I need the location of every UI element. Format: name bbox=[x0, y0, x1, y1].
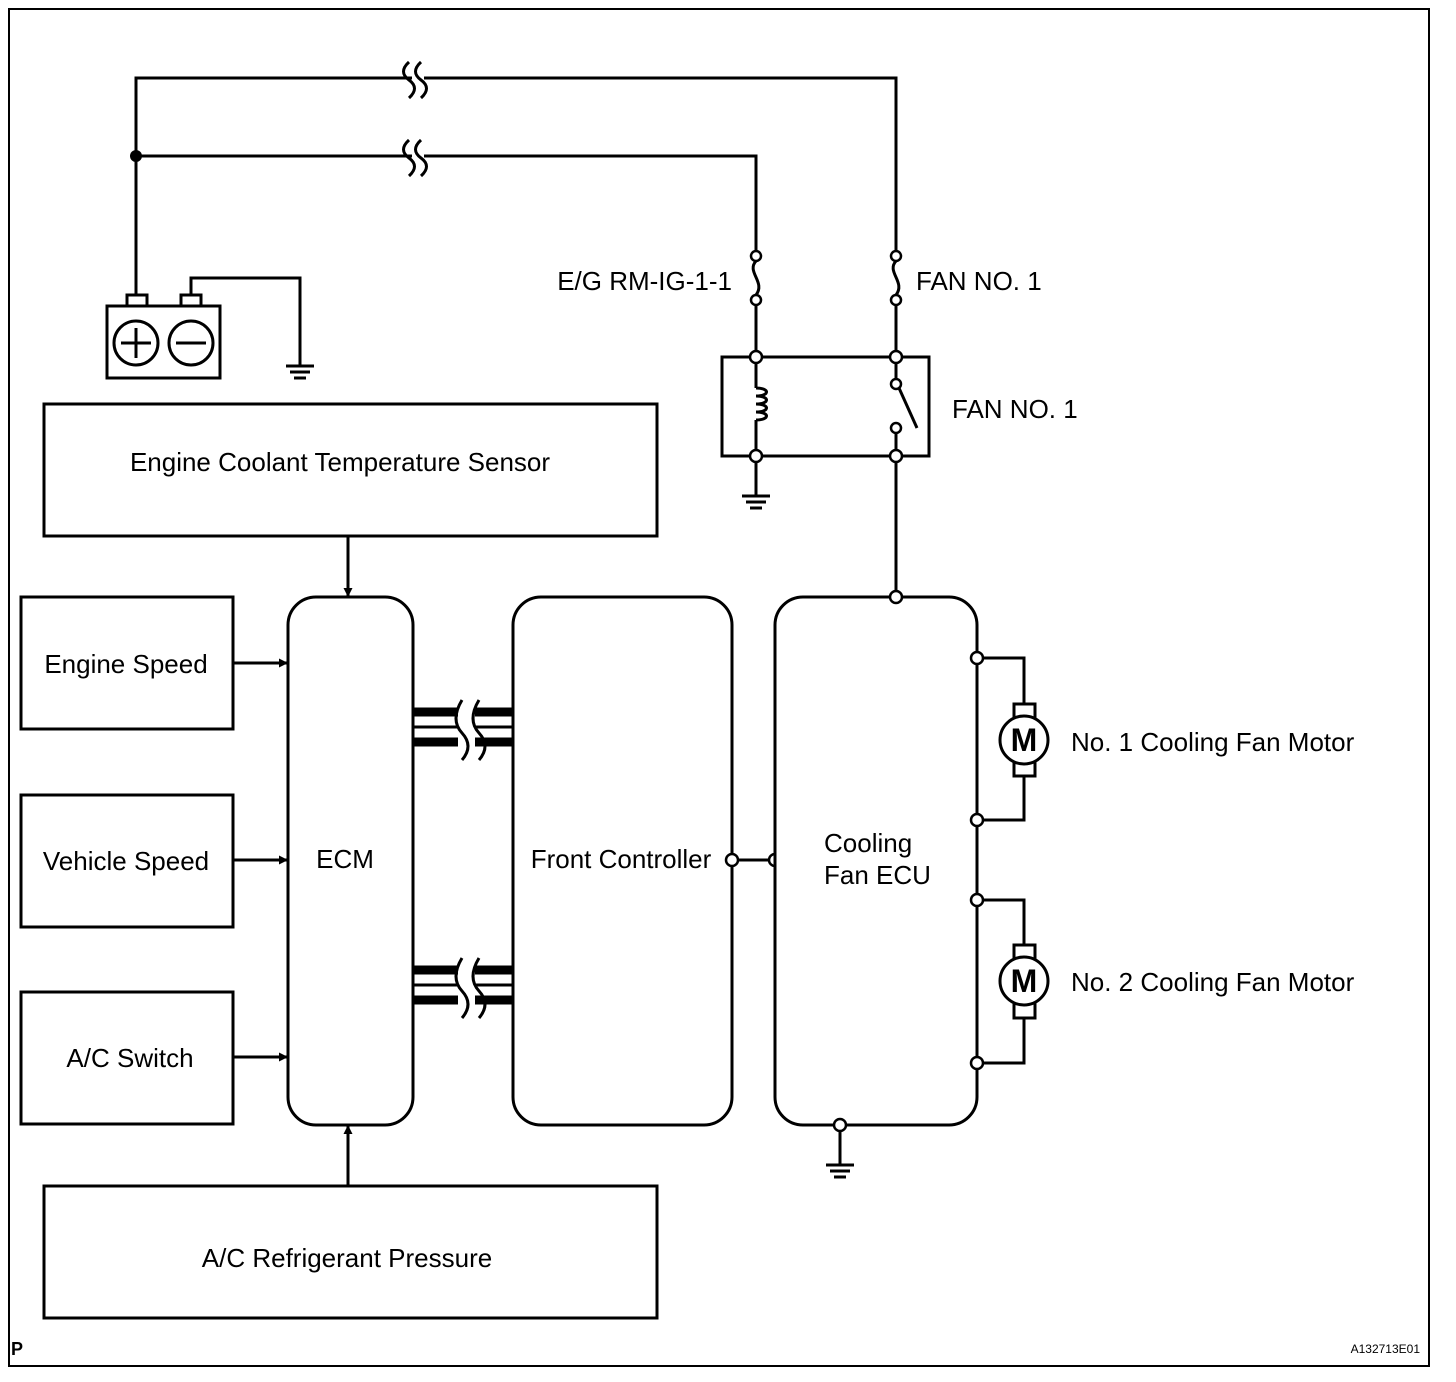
cooling-fan-ecu-label-line2: Fan ECU bbox=[824, 860, 931, 890]
can-bus-lower bbox=[413, 957, 513, 1019]
ac-refrigerant-pressure-sensor: A/C Refrigerant Pressure bbox=[42, 1184, 659, 1320]
fuse-eg-rm-ig bbox=[749, 249, 763, 351]
battery bbox=[105, 276, 314, 380]
relay-label: FAN NO. 1 bbox=[952, 394, 1078, 424]
ect-sensor-label: Engine Coolant Temperature Sensor bbox=[130, 447, 550, 477]
can-bus-upper bbox=[413, 699, 513, 761]
cooling-fan-ecu-label-line1: Cooling bbox=[824, 828, 912, 858]
fc-to-ecu-link bbox=[724, 852, 783, 868]
fuse-eg-rm-ig-label: E/G RM-IG-1-1 bbox=[557, 266, 732, 296]
motor-1-symbol: M bbox=[1011, 722, 1038, 758]
ac-pressure-label: A/C Refrigerant Pressure bbox=[202, 1243, 492, 1273]
ecm-block: ECM bbox=[286, 595, 415, 1127]
figure-id: A132713E01 bbox=[1351, 1342, 1421, 1356]
junction-dot bbox=[130, 150, 142, 162]
ecm-label: ECM bbox=[316, 844, 374, 874]
front-controller-block: Front Controller bbox=[511, 595, 734, 1127]
vehicle-speed-input: Vehicle Speed bbox=[19, 793, 235, 929]
cooling-fan-motor-2: M bbox=[969, 892, 1050, 1071]
cooling-fan-motor-1: M bbox=[969, 650, 1050, 828]
ac-switch-label: A/C Switch bbox=[66, 1043, 193, 1073]
ac-switch-input: A/C Switch bbox=[19, 990, 235, 1126]
fuse-fan-no1-label: FAN NO. 1 bbox=[916, 266, 1042, 296]
cooling-fan-ecu-block: Cooling Fan ECU bbox=[773, 589, 979, 1179]
vehicle-speed-label: Vehicle Speed bbox=[43, 846, 209, 876]
motor-1-label: No. 1 Cooling Fan Motor bbox=[1071, 727, 1355, 757]
engine-speed-input: Engine Speed bbox=[19, 595, 235, 731]
footer-left-mark: P bbox=[11, 1339, 23, 1359]
motor-2-label: No. 2 Cooling Fan Motor bbox=[1071, 967, 1355, 997]
engine-coolant-temperature-sensor: Engine Coolant Temperature Sensor bbox=[42, 402, 659, 538]
motor-2-symbol: M bbox=[1011, 963, 1038, 999]
engine-speed-label: Engine Speed bbox=[44, 649, 207, 679]
relay-fan-no1 bbox=[720, 349, 931, 591]
outer-frame bbox=[8, 8, 1430, 1367]
front-controller-label: Front Controller bbox=[531, 844, 712, 874]
fuse-fan-no1 bbox=[889, 249, 903, 351]
power-wiring bbox=[130, 60, 898, 294]
